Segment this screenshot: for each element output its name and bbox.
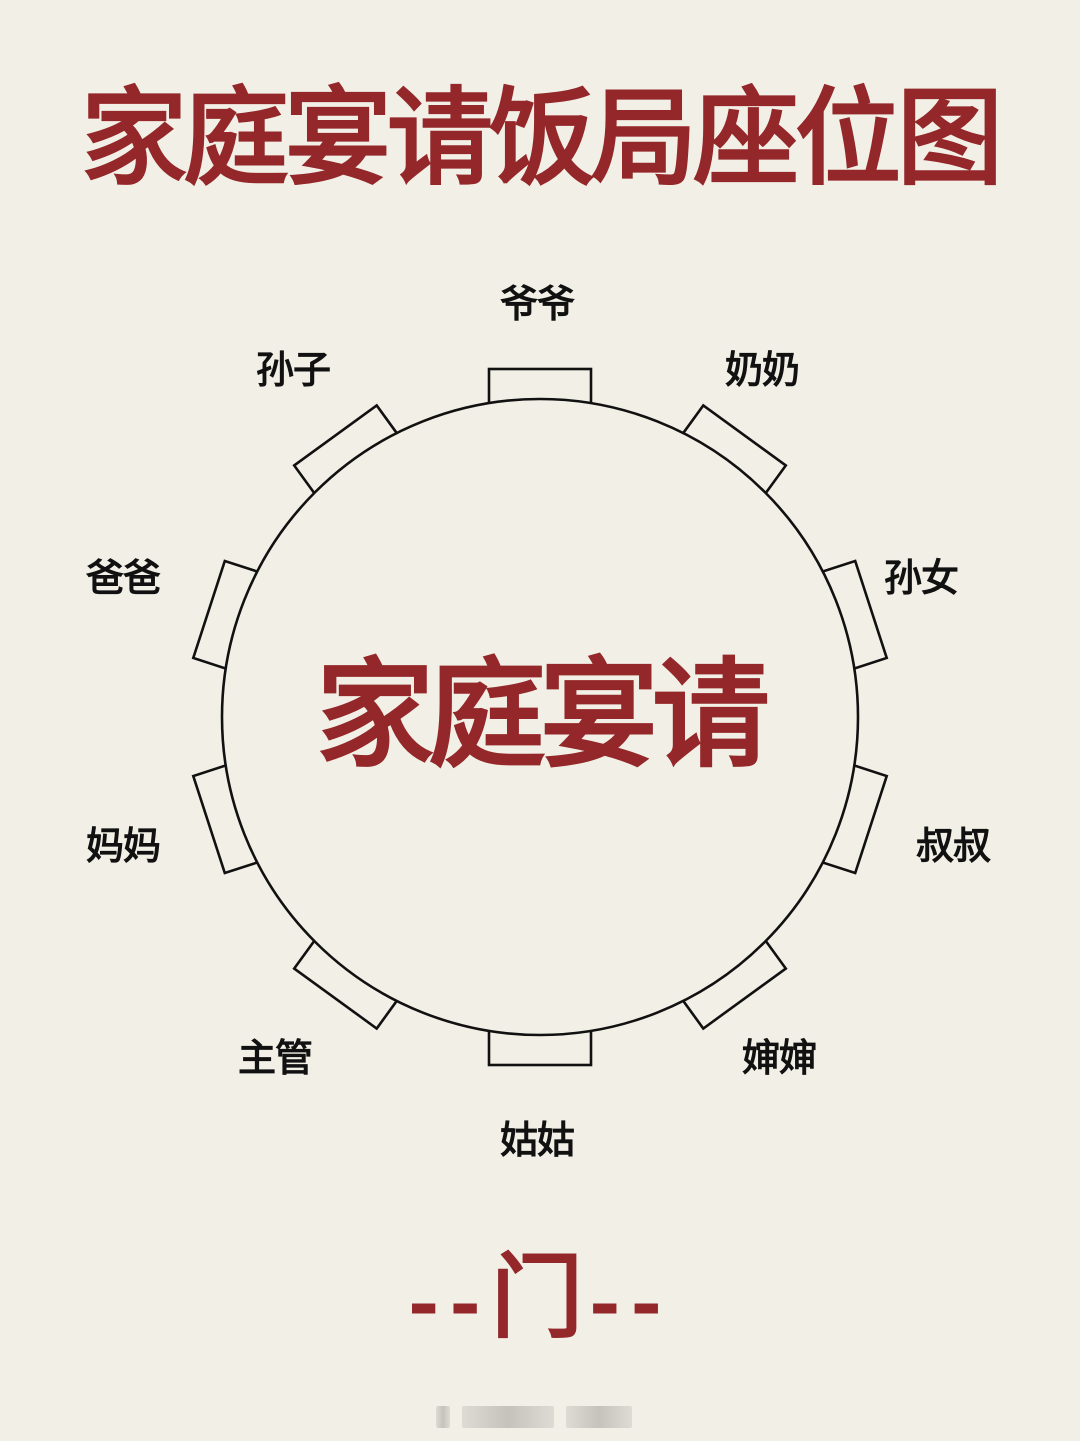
seat-label-top: 爷爷 — [500, 281, 575, 326]
door-left-dashes: -- — [407, 1258, 491, 1347]
seat-label-bottom: 姑姑 — [500, 1117, 575, 1162]
page-title: 家庭宴请饭局座位图 — [81, 75, 1003, 200]
table-center-label: 家庭宴请 — [315, 645, 770, 784]
seat-label-bottom-left: 主管 — [238, 1035, 313, 1080]
seat-label-top-left: 孙子 — [256, 347, 331, 392]
seat-label-right-lower: 叔叔 — [916, 823, 991, 868]
door-label: 门 — [490, 1243, 589, 1351]
seat-label-left-upper: 爸爸 — [86, 555, 161, 600]
door-right-dashes: -- — [589, 1258, 673, 1347]
door-marker: --门-- — [0, 1242, 1080, 1358]
seat-label-left-lower: 妈妈 — [86, 823, 161, 868]
seat-label-top-right: 奶奶 — [725, 347, 800, 392]
round-table — [220, 397, 860, 1037]
watermark — [436, 1404, 656, 1430]
seat-label-right-upper: 孙女 — [884, 555, 959, 600]
seat-label-bottom-right: 婶婶 — [742, 1035, 817, 1080]
